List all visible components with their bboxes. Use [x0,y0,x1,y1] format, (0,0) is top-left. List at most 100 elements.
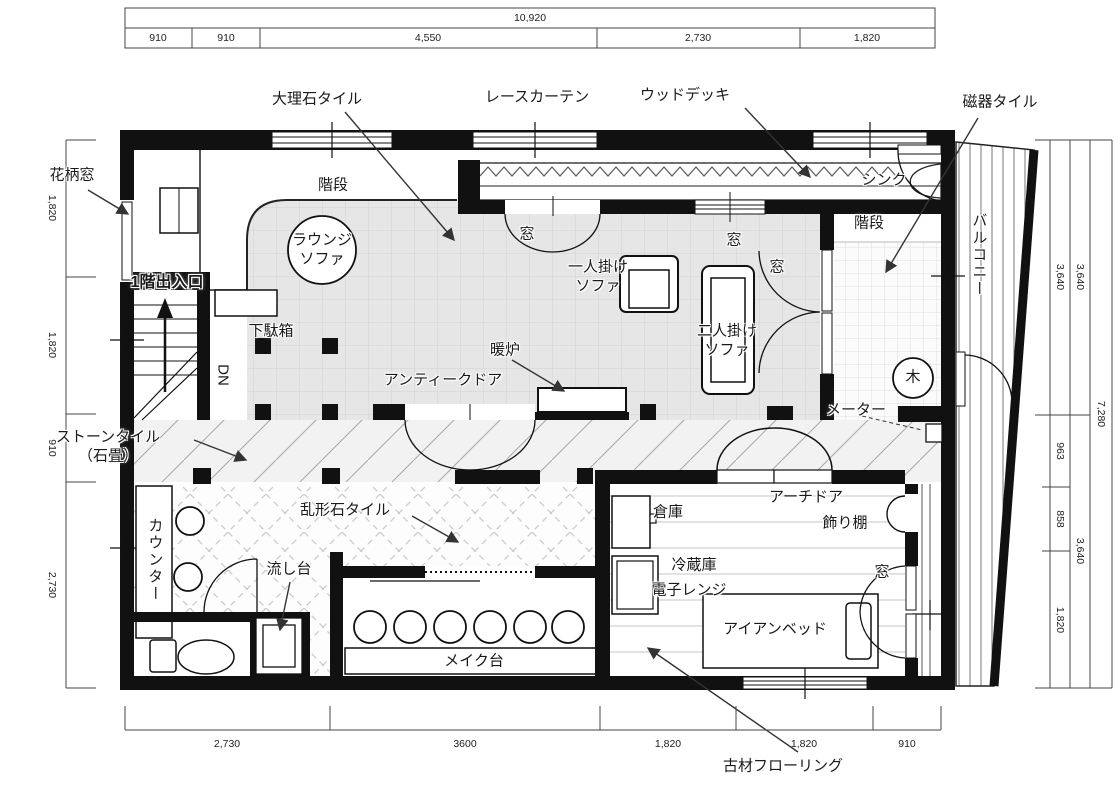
flower-pattern-window [119,194,135,288]
toilet-room-door [203,558,258,613]
single-sofa [619,255,679,313]
dim-top-seg: 4,550 [414,32,442,44]
makeup-stools [353,610,585,644]
makeup-counter [344,647,606,675]
top-wall-windows [271,122,928,158]
dim-left-seg: 1,820 [46,331,58,359]
dim-right-total: 7,280 [1095,400,1107,428]
dim-right-mid: 3,640 [1074,263,1086,291]
dim-top-seg: 910 [149,32,167,44]
pillow [845,602,872,660]
hall-bottom-walls [193,468,905,484]
living-right-wall [758,200,834,420]
dim-right-seg: 3,640 [1054,263,1066,291]
dimension-lines [65,7,1113,731]
makeup-room [330,552,606,676]
iron-bed [702,593,879,669]
label-refrigerator: 冷蔵庫 [671,556,717,574]
label-storage: 倉庫 [652,503,684,521]
arch-double-door [716,427,833,484]
dim-right-mid: 3,640 [1074,537,1086,565]
flower-window-cabinet [159,187,199,234]
dim-left-seg: 1,820 [46,194,58,222]
shoe-cabinet [214,289,278,317]
leader-arrows [87,107,979,753]
antique-double-door [404,419,536,471]
label-stairs-top-left: 階段 [317,176,349,194]
french-window-doors [758,250,821,374]
label-kitchen-sink: 流し台 [266,560,312,578]
basin-2 [173,562,203,592]
refrigerator-microwave [605,555,659,615]
dim-right-seg: 858 [1054,510,1066,528]
living-bottom-walls [373,404,941,471]
label-microwave: 電子レンジ [651,581,727,599]
dim-bottom-seg: 910 [898,738,916,750]
label-arch-door: アーチドア [768,488,844,506]
label-lounge-sofa: ラウンジ ソファ [291,231,353,267]
toilet-bowl [177,639,235,675]
meter-box [861,415,943,443]
label-irregular-stone: 乱形石タイル [299,501,391,519]
label-sink: シンク [861,171,907,189]
label-window-3: 窓 [769,258,785,276]
dim-left-seg: 910 [46,439,58,457]
two-seat-sofa [701,265,755,395]
dim-bottom-seg: 1,820 [790,738,818,750]
bottom-wall-window [742,667,868,699]
bedroom-walls [595,470,948,676]
storage-box [611,495,657,549]
up-arrow [157,298,173,318]
entrance-walls [133,272,210,420]
entrance-staircase [133,298,198,421]
toilet-tank [149,639,177,673]
label-window-4: 窓 [874,563,890,581]
lace-curtain-zigzag [479,166,897,177]
label-lace-curtain: レースカーテン [484,88,590,106]
sink-bowl [909,163,942,199]
label-dn: DN [214,364,232,386]
label-display-shelf: 飾り棚 [822,514,868,532]
label-balcony: バルコニー [970,212,988,298]
tree-circle [892,357,934,399]
living-pillars [255,338,793,420]
balcony-floor [955,141,1039,687]
label-meter: メーター [825,401,887,419]
basin-1 [175,506,205,536]
dim-top-seg: 910 [217,32,235,44]
dim-left-seg: 2,730 [46,571,58,599]
label-shoe-cabinet: 下駄箱 [248,322,294,340]
right-wall-window-mark [931,260,965,292]
sink-door [897,144,942,202]
label-antique-door: アンティークドア [383,371,503,389]
deck-window [695,192,765,222]
label-stairs-right: 階段 [853,214,885,232]
bedroom-window-doors [859,565,917,659]
label-entrance: 1階出入口 [130,274,204,291]
label-wood-deck: ウッドデッキ [639,86,731,104]
dim-bottom-seg: 2,730 [213,738,241,750]
label-window-1: 窓 [519,225,535,243]
dim-bottom-seg: 1,820 [654,738,682,750]
label-flower-window: 花柄窓 [49,166,95,184]
label-window-2: 窓 [726,231,742,249]
dim-bottom-seg: 3600 [453,738,477,750]
dim-top-total: 10,920 [513,12,547,24]
arch-door-bedroom [886,495,906,533]
label-tree: 木 [905,368,921,386]
label-marble-tile: 大理石タイル [271,90,363,108]
dim-right-seg: 1,820 [1054,606,1066,634]
label-iron-bed: アイアンベッド [723,620,827,638]
label-porcelain-tile: 磁器タイル [962,93,1038,111]
balcony-door [955,351,1013,407]
label-fireplace: 暖炉 [489,341,521,359]
floor-living-room-marble-tile [247,200,820,420]
label-two-seat-sofa: 二人掛け ソファ [696,322,758,358]
lounge-sofa-circle [287,215,357,285]
dim-right-seg: 963 [1054,442,1066,460]
label-old-wood-flooring: 古材フローリング [722,757,844,775]
dim-top-seg: 2,730 [684,32,712,44]
dim-top-seg: 1,820 [853,32,881,44]
label-makeup-counter: メイク台 [444,652,504,670]
